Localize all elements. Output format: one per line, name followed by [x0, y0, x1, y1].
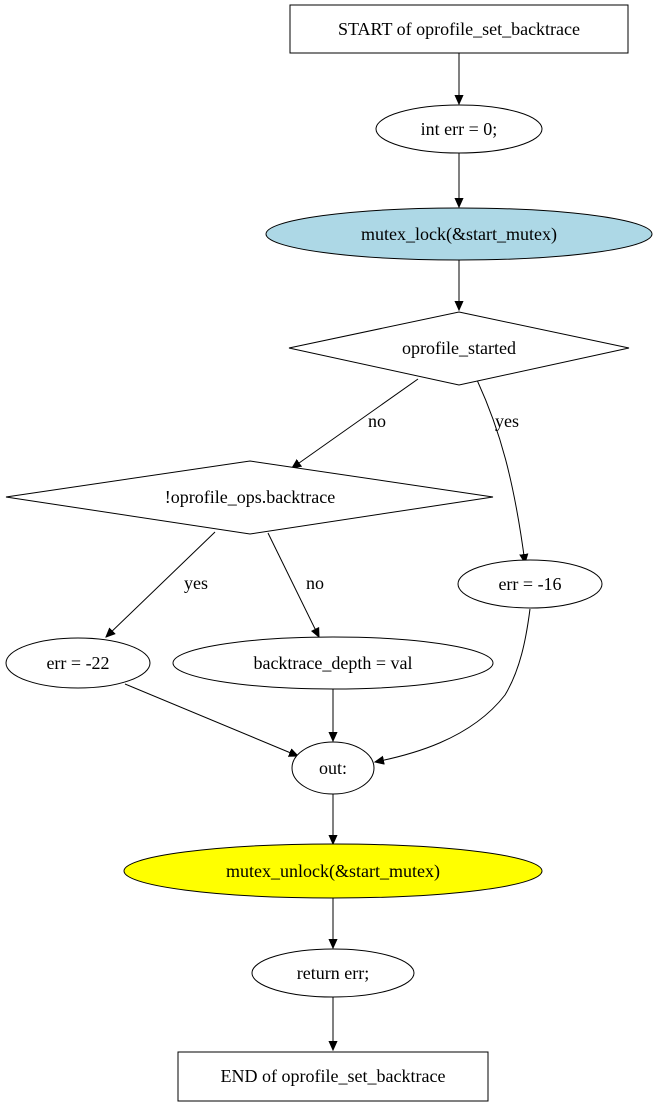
- node-end: END of oprofile_set_backtrace: [177, 1051, 489, 1102]
- node-set-depth-label: backtrace_depth = val: [253, 653, 412, 673]
- node-err-busy: err = -16: [457, 559, 603, 609]
- edges: [106, 53, 531, 1050]
- node-end-label: END of oprofile_set_backtrace: [221, 1066, 446, 1086]
- edge-label-backtrace-yes: yes: [184, 573, 208, 593]
- node-start: START of oprofile_set_backtrace: [289, 4, 629, 54]
- node-err-inval: err = -22: [5, 637, 151, 689]
- node-mutex-lock: mutex_lock(&start_mutex): [265, 207, 653, 261]
- node-check-backtrace-label: !oprofile_ops.backtrace: [165, 487, 335, 507]
- node-mutex-unlock-label: mutex_unlock(&start_mutex): [226, 861, 440, 882]
- node-return-err-label: return err;: [297, 963, 369, 983]
- edge-errbusy-to-out: [375, 608, 531, 762]
- node-set-depth: backtrace_depth = val: [172, 636, 494, 690]
- edge-label-backtrace-no: no: [306, 573, 324, 593]
- edge-started-yes: [476, 379, 525, 563]
- node-check-backtrace: !oprofile_ops.backtrace: [5, 460, 494, 535]
- node-out-label-text: out:: [319, 758, 347, 778]
- node-start-label: START of oprofile_set_backtrace: [338, 19, 580, 39]
- edge-backtrace-no: [267, 532, 319, 637]
- edge-label-started-no: no: [368, 411, 386, 431]
- edge-started-no: [292, 378, 419, 468]
- edge-errinval-to-out: [124, 683, 298, 756]
- node-init-err: int err = 0;: [375, 104, 543, 154]
- mutex-unlock-shape: [123, 843, 543, 899]
- mutex-lock-shape: [265, 207, 653, 261]
- node-return-err: return err;: [251, 948, 415, 998]
- node-out-label: out:: [291, 741, 375, 795]
- edge-label-started-yes: yes: [495, 411, 519, 431]
- node-check-started: oprofile_started: [288, 311, 630, 386]
- edge-backtrace-yes: [106, 531, 216, 637]
- node-init-err-label: int err = 0;: [421, 119, 498, 139]
- node-mutex-lock-label: mutex_lock(&start_mutex): [361, 224, 557, 245]
- node-mutex-unlock: mutex_unlock(&start_mutex): [123, 843, 543, 899]
- node-err-inval-label: err = -22: [46, 653, 109, 673]
- node-err-busy-label: err = -16: [498, 574, 561, 594]
- node-check-started-label: oprofile_started: [402, 338, 516, 358]
